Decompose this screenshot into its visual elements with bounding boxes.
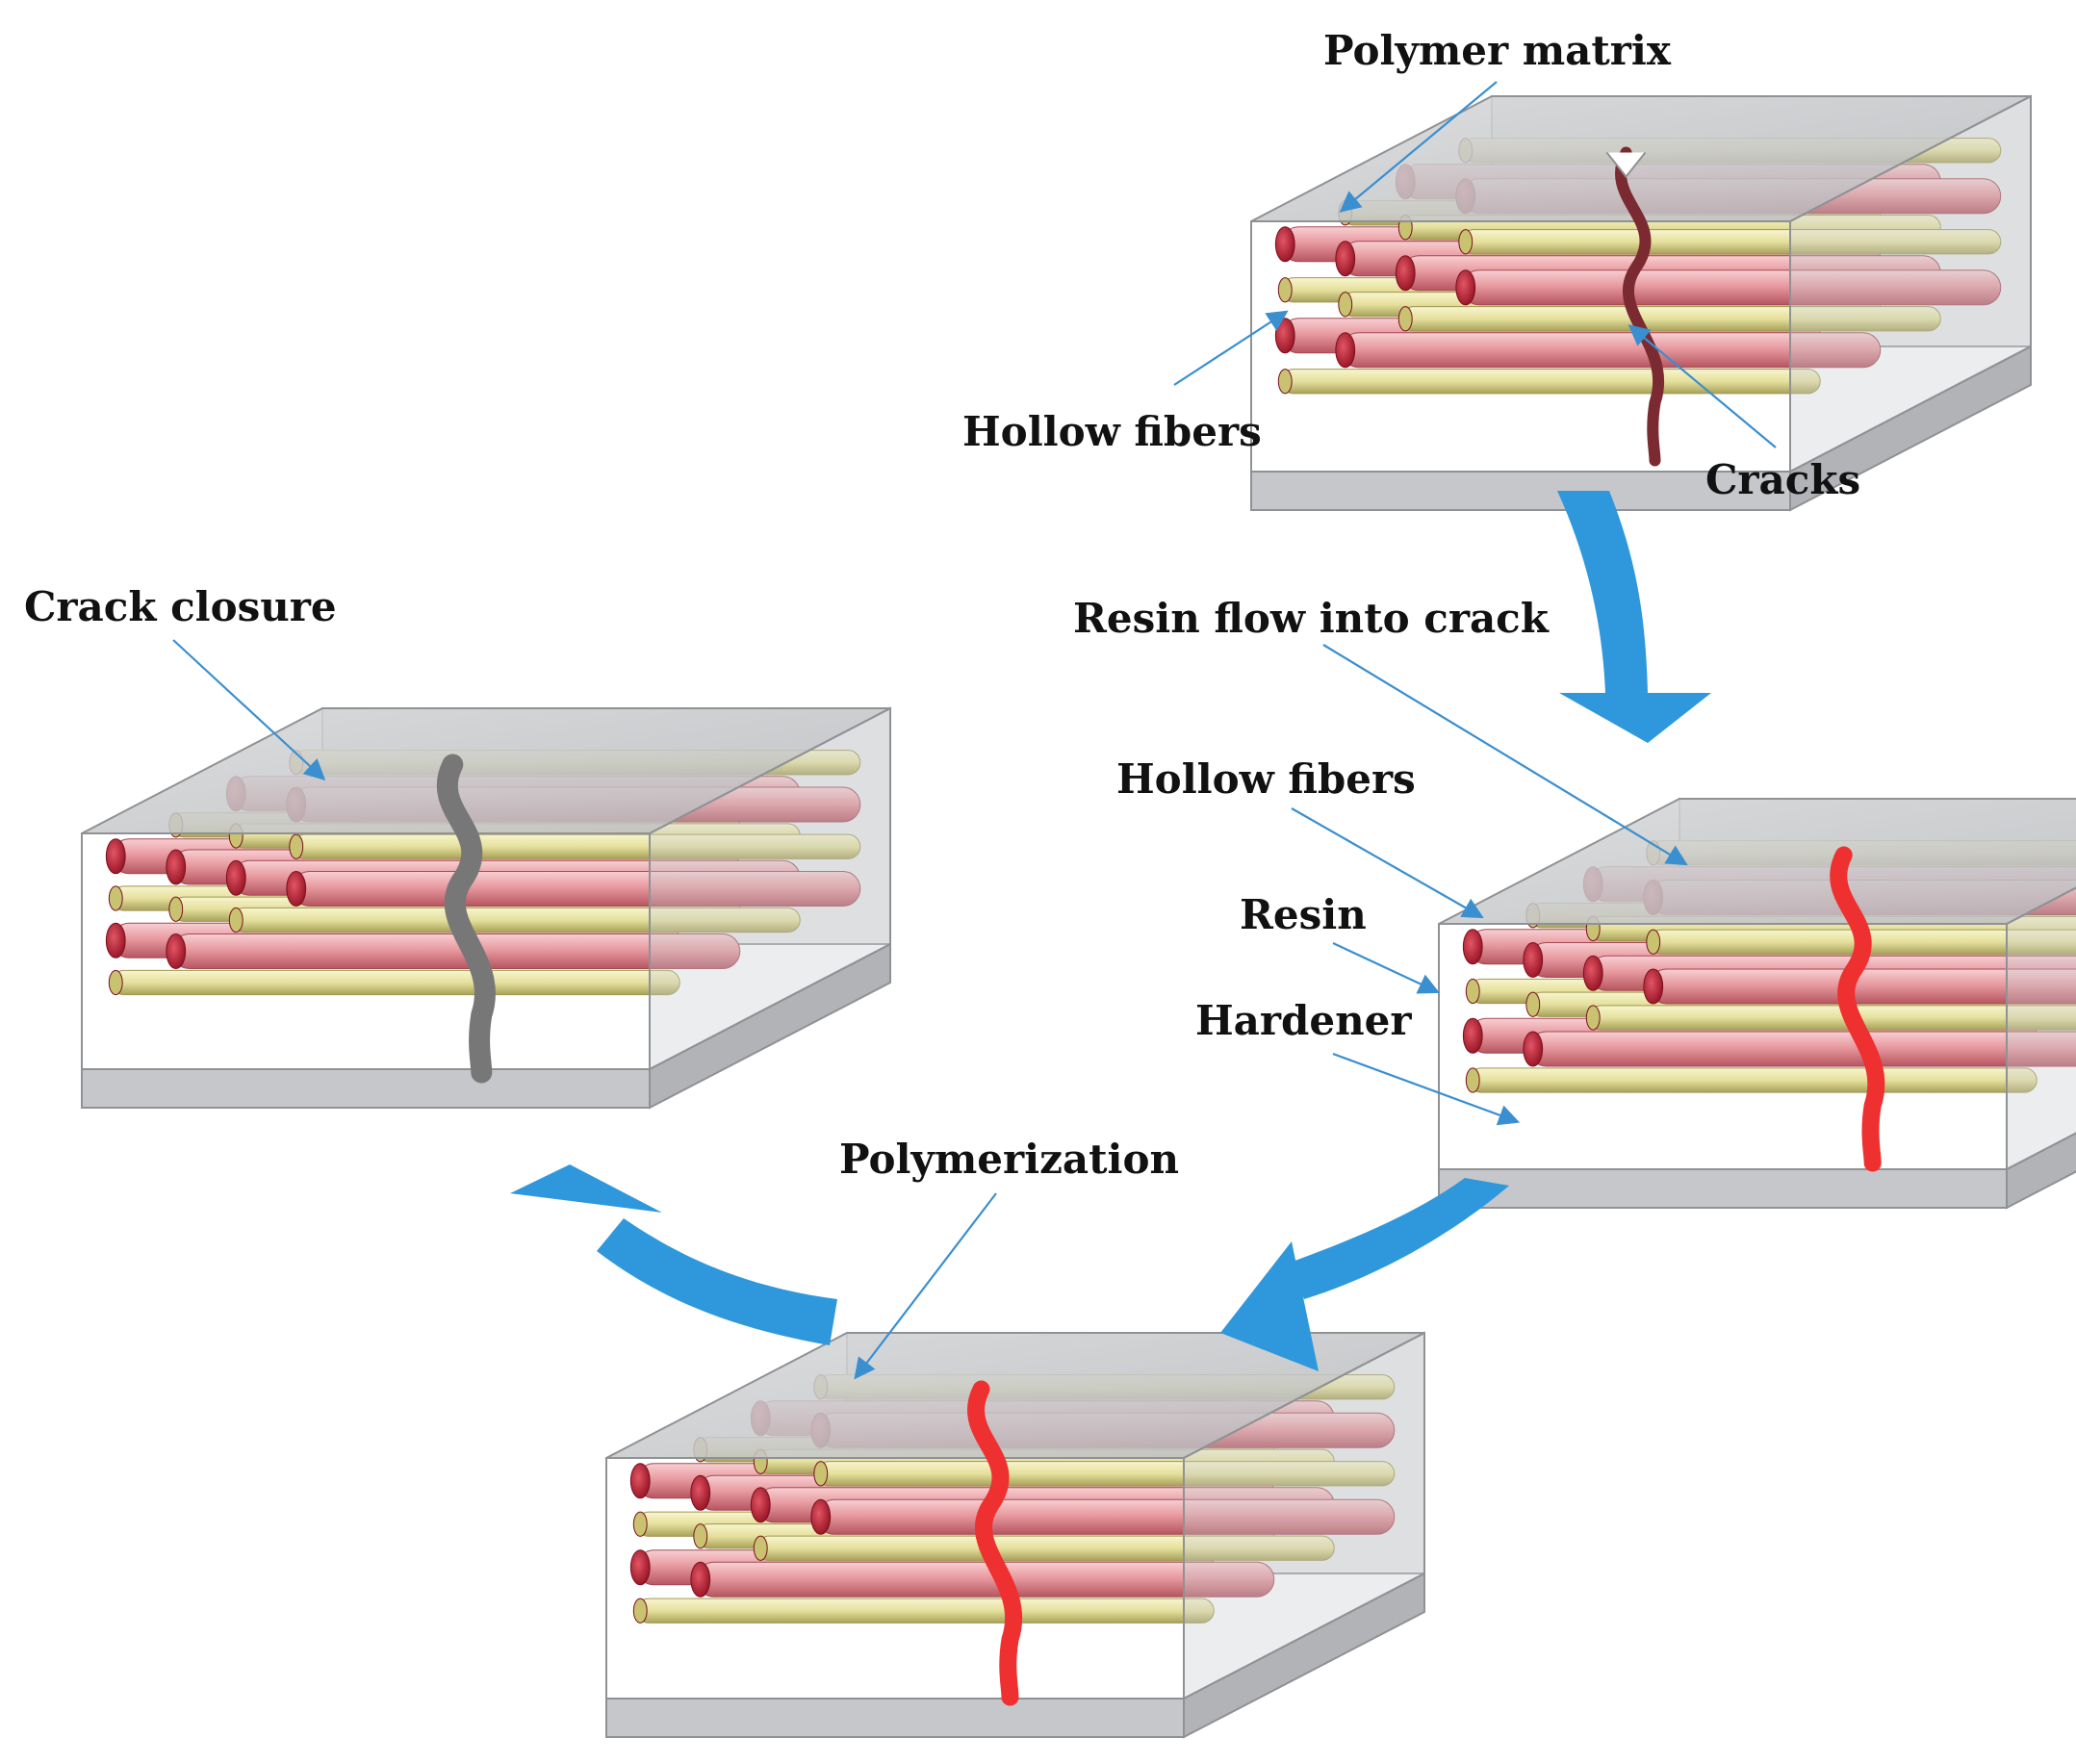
fiber-end [813,1461,829,1487]
fiber-end [690,1561,711,1598]
fiber-end [108,969,123,996]
resin-flow-block [1438,798,2076,1210]
fiber-end [1462,929,1483,965]
matrix-bottom-face [81,1068,651,1109]
process-arrow-down-body [1557,491,1648,693]
leader-hardener [1332,1052,1521,1126]
process-arrow-down-left [1220,1178,1509,1371]
resin-fiber [1528,1031,2076,1067]
polymer-matrix-label: Polymer matrix [1323,27,1671,74]
matrix-front-outline [605,1457,1185,1738]
matrix-front-outline [1250,220,1791,511]
fiber-end [105,838,126,875]
leader-polymerization [854,1192,997,1380]
hardener-label: Hardener [1195,997,1412,1044]
fiber-end [632,1598,648,1623]
resin-filled-crack [967,1380,1023,1706]
hardener-fiber [635,1598,1215,1623]
process-arrow-down-left-body [1290,1178,1509,1299]
fiber-end [1523,942,1544,978]
hardener-fiber [1588,1005,2076,1031]
fiber-end [1335,241,1356,277]
fiber-end [1465,978,1480,1005]
fiber-end [1582,955,1603,991]
fiber-end [228,907,243,933]
leader-hollow-fibers-right [1291,807,1484,919]
hollow-fibers-label-top: Hollow fibers [962,408,1262,455]
cracks-label: Cracks [1705,456,1861,503]
fiber-end [1274,226,1295,263]
process-arrow-down-left-head [1220,1241,1319,1371]
resin-flow-label: Resin flow into crack [1073,595,1549,642]
fiber-end [632,1511,648,1537]
hardener-fiber [1280,369,1821,395]
fiber-end [750,1487,771,1523]
fiber-end [629,1463,651,1499]
fiber-end [225,859,246,896]
leader-hollow-fibers-top [1173,310,1289,386]
crack-notch [1605,151,1647,179]
fiber-end [1462,1017,1483,1054]
fiber-end [286,871,307,907]
process-arrow-up-left-body [597,1218,837,1345]
leader-crack-closure [172,639,326,780]
fiber-end [1525,991,1541,1017]
polymerization-label: Polymerization [839,1136,1180,1183]
healed-composite-block [81,706,891,1110]
fiber-end [1274,318,1295,354]
fiber-end [1643,968,1664,1005]
fiber-end [1458,229,1474,255]
resin-filled-crack [1830,846,1885,1172]
fiber-end [1465,1067,1480,1093]
damaged-composite-block [1250,94,2032,512]
fiber-end [289,833,304,859]
polymerization-block [605,1331,1425,1739]
hardener-fiber [111,969,680,996]
process-arrow-down [1557,491,1711,743]
open-crack [1615,146,1665,467]
resin-label: Resin [1240,891,1367,938]
fiber-end [1277,369,1293,395]
fiber-end [693,1523,708,1549]
matrix-front-outline [1438,923,2008,1209]
fiber-end [629,1549,651,1586]
crack-closure-label: Crack closure [24,583,337,630]
leader-resin-flow [1322,644,1688,866]
hollow-fibers-label-right: Hollow fibers [1116,755,1416,803]
fiber-end [810,1498,832,1535]
process-arrow-down-head [1559,693,1711,743]
hardener-fiber [1468,1067,2038,1093]
fiber-end [1395,255,1416,292]
fiber-end [166,933,187,969]
fiber-end [1277,277,1293,303]
fiber-end [1338,292,1353,318]
closed-crack [436,754,496,1084]
fiber-end [1585,1005,1601,1031]
fiber-end [105,922,126,959]
process-arrow-up-left-head [510,1164,662,1213]
matrix-front-outline [81,832,651,1109]
fiber-end [166,849,187,885]
leader-cracks [1627,324,1777,448]
fiber-end [753,1535,768,1561]
fiber-end [168,896,184,922]
fiber-end [1455,269,1476,306]
fiber-end [1646,929,1661,955]
fiber-end [108,885,123,911]
fiber-end [1397,306,1413,332]
fiber-end [690,1474,711,1511]
matrix-top-face [1438,798,2076,925]
fiber-end [1523,1031,1544,1067]
leader-polymer-matrix [1339,81,1498,213]
fiber-end [1335,332,1356,369]
leader-resin [1332,942,1440,994]
process-arrow-up-left [510,1164,837,1345]
matrix-bottom-face [605,1698,1185,1738]
matrix-bottom-face [1438,1168,2008,1209]
